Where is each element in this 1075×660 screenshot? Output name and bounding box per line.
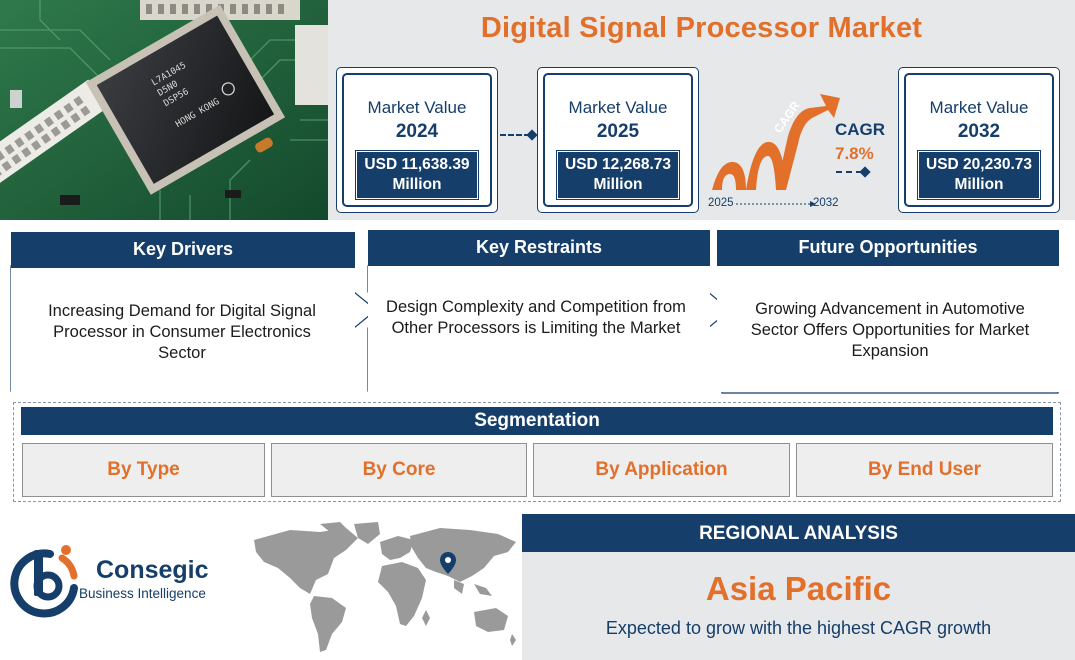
stat-label: Market Value [929,98,1029,117]
segmentation-heading: Segmentation [21,407,1053,435]
leading-region: Asia Pacific [705,570,892,607]
key-drivers-panel: Key Drivers Increasing Demand for Digita… [11,232,355,392]
stat-value: USD 20,230.73 [926,156,1032,173]
stat-value: USD 12,268.73 [565,156,671,173]
connector-line [500,134,530,136]
timeline-end-year: 2032 [813,197,839,209]
stat-unit: Million [593,176,643,193]
future-opportunities-panel: Future Opportunities Growing Advancement… [717,230,1059,392]
key-restraints-heading: Key Restraints [368,230,710,266]
brand-name: Consegic [96,556,209,584]
location-pin-icon [440,552,456,574]
future-opportunities-heading: Future Opportunities [717,230,1059,266]
key-restraints-panel: Key Restraints Design Complexity and Com… [368,230,710,392]
page-title: Digital Signal Processor Market [480,12,923,44]
stat-value-box: USD 12,268.73 Million [556,150,680,200]
market-value-card-2024: Market Value 2024 USD 11,638.39 Million [336,67,498,213]
regional-analysis-heading: REGIONAL ANALYSIS [522,514,1075,552]
timeline-start-year: 2025 [708,197,734,209]
cagr-value: 7.8% [835,144,874,163]
stat-unit: Million [392,176,442,193]
cagr-growth-arrow-icon: CAGR [712,94,840,207]
segment-by-end-user[interactable]: By End User [796,443,1053,497]
segment-by-application[interactable]: By Application [533,443,790,497]
stat-unit: Million [954,176,1004,193]
stat-value-box: USD 11,638.39 Million [355,150,479,200]
market-value-card-2025: Market Value 2025 USD 12,268.73 Million [537,67,699,213]
dsp-chip-photo: L7A1045 D5N0 DSP56 HONG KONG [0,0,328,220]
consegic-logo-icon [10,545,78,618]
cagr-title: CAGR [835,120,886,139]
stat-year: 2025 [596,121,640,142]
stat-label: Market Value [568,98,668,117]
key-drivers-heading: Key Drivers [11,232,355,268]
segment-by-core[interactable]: By Core [271,443,527,497]
stat-year: 2024 [395,121,439,142]
stat-value-box: USD 20,230.73 Million [917,150,1041,200]
connector-line [836,171,862,173]
stat-label: Market Value [367,98,467,117]
segment-by-type[interactable]: By Type [22,443,265,497]
future-opportunities-text: Growing Advancement in Automotive Sector… [750,300,1030,360]
brand-subtitle: Business Intelligence [79,586,206,601]
key-restraints-text: Design Complexity and Competition from O… [386,298,686,337]
market-stats-band: Digital Signal Processor Market Market V… [328,0,1075,220]
key-drivers-text: Increasing Demand for Digital Signal Pro… [48,302,316,362]
stat-value: USD 11,638.39 [364,156,470,173]
segmentation-frame [13,402,1061,502]
stat-year: 2032 [957,121,1001,142]
world-map [254,522,516,652]
market-value-card-2032: Market Value 2032 USD 20,230.73 Million [898,67,1060,213]
connector-diamond [526,129,538,141]
regional-note: Expected to grow with the highest CAGR g… [605,618,992,638]
